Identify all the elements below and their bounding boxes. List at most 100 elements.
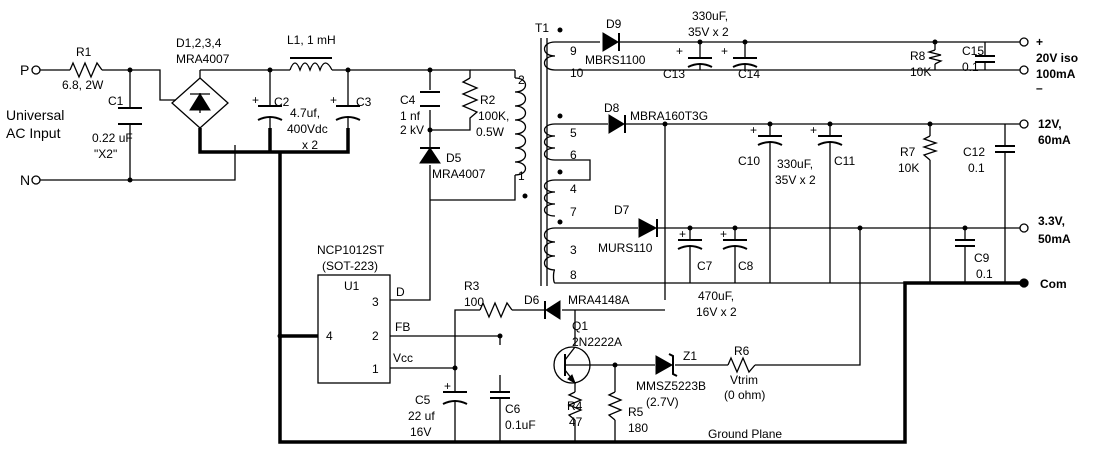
svg-text:1: 1 — [372, 362, 379, 376]
out-3v3-label-1: 3.3V, — [1038, 214, 1065, 228]
svg-text:4: 4 — [326, 329, 333, 343]
svg-text:5: 5 — [570, 126, 577, 140]
svg-text:4: 4 — [570, 182, 577, 196]
diode-d5: D5 MRA4007 — [419, 147, 486, 181]
svg-text:0.5W: 0.5W — [476, 125, 505, 139]
svg-text:D5: D5 — [446, 151, 462, 165]
inductor-l1: L1, 1 mH — [287, 33, 336, 72]
svg-text:0.1: 0.1 — [962, 60, 979, 74]
svg-text:T1: T1 — [535, 21, 549, 35]
capacitor-c13: + C13 — [663, 44, 713, 81]
svg-text:+: + — [810, 123, 817, 137]
bridge-rectifier: D1,2,3,4 MRA4007 — [171, 36, 230, 129]
svg-text:100: 100 — [464, 295, 484, 309]
svg-text:2N2222A: 2N2222A — [572, 335, 622, 349]
svg-text:R3: R3 — [464, 279, 480, 293]
svg-text:0.1: 0.1 — [968, 161, 985, 175]
svg-text:C9: C9 — [974, 251, 990, 265]
diode-d6: D6 MRA4148A — [524, 293, 629, 320]
svg-text:D7: D7 — [614, 203, 630, 217]
junction-dots — [127, 39, 968, 371]
svg-text:R7: R7 — [900, 145, 916, 159]
svg-text:C10: C10 — [738, 154, 760, 168]
svg-text:MBRA160T3G: MBRA160T3G — [630, 109, 708, 123]
svg-text:D8: D8 — [604, 101, 620, 115]
capacitor-c8: + C8 — [720, 227, 754, 273]
out-20v-label-1: 20V iso — [1036, 51, 1078, 65]
svg-text:16V: 16V — [410, 425, 431, 439]
capacitor-c15: C15 0.1 — [962, 44, 995, 74]
resistor-r5: R5 180 — [607, 391, 648, 435]
out-12v-label-2: 60mA — [1038, 133, 1071, 147]
terminal-20v-minus: – — [1019, 65, 1043, 95]
svg-text:MRA4007: MRA4007 — [432, 167, 486, 181]
svg-text:MRA4007: MRA4007 — [176, 52, 230, 66]
svg-text:(SOT-223): (SOT-223) — [322, 259, 378, 273]
com-label: Com — [1040, 277, 1067, 291]
svg-text:+: + — [1036, 35, 1043, 49]
svg-text:3: 3 — [372, 295, 379, 309]
out-3v3-label-2: 50mA — [1038, 232, 1071, 246]
svg-text:2 kV: 2 kV — [400, 123, 424, 137]
svg-text:+: + — [750, 123, 757, 137]
svg-text:+: + — [444, 379, 451, 393]
terminal-12v: 12V, 60mA — [1019, 117, 1071, 147]
capacitor-c1: C1 0.22 uF "X2" — [92, 94, 142, 161]
svg-text:MRA4148A: MRA4148A — [568, 293, 629, 307]
c7-c8-value-2: 16V x 2 — [696, 305, 737, 319]
svg-text:0.22 uF: 0.22 uF — [92, 131, 133, 145]
svg-text:22 uf: 22 uf — [408, 409, 435, 423]
svg-text:L1, 1 mH: L1, 1 mH — [287, 33, 336, 47]
resistor-r6: R6 Vtrim (0 ohm) — [724, 344, 765, 402]
ic-u1: NCP1012ST (SOT-223) U1 3 D 2 FB 1 Vcc 4 — [317, 243, 413, 384]
bulk-cap-value-3: x 2 — [302, 138, 318, 152]
svg-text:R1: R1 — [76, 45, 92, 59]
zener-z1: Z1 MMSZ5223B (2.7V) — [636, 349, 706, 409]
ground-plane-label: Ground Plane — [708, 427, 782, 441]
c13-c14-value-2: 35V x 2 — [688, 25, 729, 39]
c7-c8-value-1: 470uF, — [698, 289, 734, 303]
svg-text:Vcc: Vcc — [393, 351, 413, 365]
svg-text:C11: C11 — [834, 154, 855, 168]
svg-text:–: – — [1036, 81, 1043, 95]
svg-text:R4: R4 — [567, 399, 583, 413]
svg-text:C5: C5 — [415, 393, 431, 407]
svg-text:FB: FB — [395, 320, 410, 334]
svg-text:+: + — [252, 93, 259, 107]
svg-text:C15: C15 — [962, 44, 984, 58]
bulk-cap-value-2: 400Vdc — [287, 122, 328, 136]
svg-text:6: 6 — [570, 148, 577, 162]
svg-text:10K: 10K — [898, 161, 919, 175]
transistor-q1: Q1 2N2222A — [553, 319, 622, 385]
svg-text:MMSZ5223B: MMSZ5223B — [636, 379, 706, 393]
svg-text:0.1: 0.1 — [976, 267, 993, 281]
svg-text:D6: D6 — [524, 293, 540, 307]
svg-text:MBRS1100: MBRS1100 — [585, 53, 646, 67]
diode-d8: D8 MBRA160T3G — [604, 101, 708, 134]
capacitor-c6: C6 0.1uF — [490, 391, 536, 432]
ground-plane — [198, 128, 1020, 444]
svg-text:C14: C14 — [738, 67, 760, 81]
svg-text:Vtrim: Vtrim — [730, 373, 758, 387]
resistor-r7: R7 10K — [898, 135, 939, 175]
svg-text:47: 47 — [569, 415, 583, 429]
svg-text:MURS110: MURS110 — [598, 241, 653, 255]
svg-text:C6: C6 — [505, 402, 521, 416]
svg-text:R8: R8 — [910, 49, 926, 63]
resistor-r2: R2 100K, 0.5W — [461, 77, 509, 139]
bulk-cap-value-1: 4.7uf, — [290, 106, 320, 120]
diode-d9: D9 MBRS1100 — [585, 17, 646, 67]
resistor-r3: R3 100 — [464, 279, 513, 319]
svg-text:Z1: Z1 — [683, 349, 697, 363]
input-label-2: AC Input — [6, 125, 61, 141]
svg-text:"X2": "X2" — [94, 147, 117, 161]
svg-text:R6: R6 — [734, 344, 750, 358]
svg-text:0.1uF: 0.1uF — [505, 418, 536, 432]
svg-text:6.8, 2W: 6.8, 2W — [62, 78, 104, 92]
capacitor-c2: + C2 — [252, 93, 290, 128]
diode-d7: D7 MURS110 — [598, 203, 658, 255]
out-20v-label-2: 100mA — [1036, 67, 1076, 81]
capacitor-c7: + C7 — [677, 227, 713, 273]
transformer-t1: T1 2 1 9 10 5 6 4 7 3 8 — [514, 21, 584, 286]
